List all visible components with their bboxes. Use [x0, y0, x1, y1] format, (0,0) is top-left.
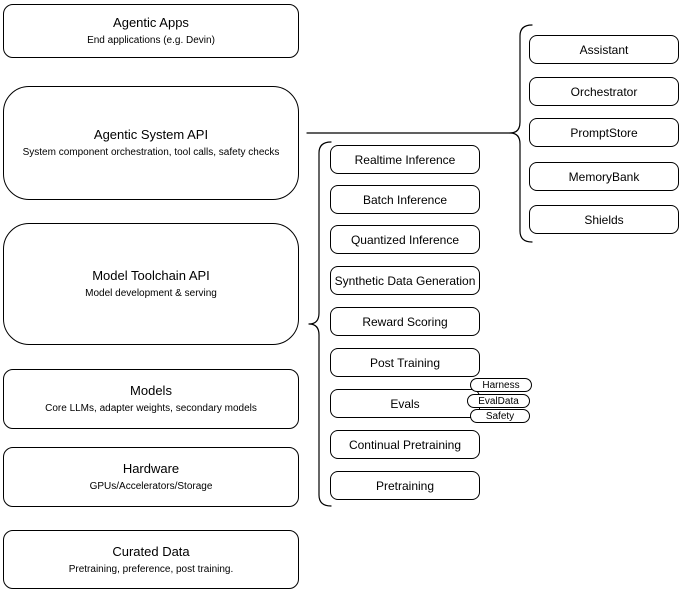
hardware-node: Hardware GPUs/Accelerators/Storage: [3, 447, 299, 507]
toolchain-item-batch-inference: Batch Inference: [330, 185, 480, 214]
model-toolchain-api-node: Model Toolchain API Model development & …: [3, 223, 299, 345]
toolchain-item-realtime-inference: Realtime Inference: [330, 145, 480, 174]
curated-data-title: Curated Data: [112, 543, 190, 559]
component-shields: Shields: [529, 205, 679, 234]
agentic-system-api-subtitle: System component orchestration, tool cal…: [22, 147, 280, 158]
hardware-subtitle: GPUs/Accelerators/Storage: [89, 481, 213, 492]
toolchain-item-evals: Evals: [330, 389, 480, 418]
components-brace: [509, 24, 533, 243]
agentic-apps-title: Agentic Apps: [113, 15, 189, 30]
agentic-apps-node: Agentic Apps End applications (e.g. Devi…: [3, 4, 299, 58]
toolchain-item-reward-scoring: Reward Scoring: [330, 307, 480, 336]
toolchain-item-synthetic-data-generation: Synthetic Data Generation: [330, 266, 480, 295]
toolchain-brace: [308, 141, 332, 507]
toolchain-item-post-training: Post Training: [330, 348, 480, 377]
evals-tag-harness: Harness: [470, 378, 532, 392]
agentic-system-api-title: Agentic System API: [93, 127, 209, 142]
models-title: Models: [130, 383, 172, 398]
toolchain-item-continual-pretraining: Continual Pretraining: [330, 430, 480, 459]
toolchain-item-pretraining: Pretraining: [330, 471, 480, 500]
component-memorybank: MemoryBank: [529, 162, 679, 191]
component-orchestrator: Orchestrator: [529, 77, 679, 106]
hardware-title: Hardware: [122, 461, 180, 476]
component-assistant: Assistant: [529, 35, 679, 64]
component-promptstore: PromptStore: [529, 118, 679, 147]
evals-tag-safety: Safety: [470, 409, 530, 423]
curated-data-subtitle: Pretraining, preference, post training.: [68, 563, 234, 575]
curated-data-node: Curated Data Pretraining, preference, po…: [3, 530, 299, 589]
models-node: Models Core LLMs, adapter weights, secon…: [3, 369, 299, 429]
models-subtitle: Core LLMs, adapter weights, secondary mo…: [45, 403, 257, 414]
model-toolchain-api-title: Model Toolchain API: [92, 268, 210, 283]
agentic-apps-subtitle: End applications (e.g. Devin): [87, 35, 215, 46]
toolchain-item-quantized-inference: Quantized Inference: [330, 225, 480, 254]
evals-tag-evaldata: EvalData: [467, 394, 530, 408]
model-toolchain-api-subtitle: Model development & serving: [85, 288, 217, 299]
agentic-system-api-node: Agentic System API System component orch…: [3, 86, 299, 200]
